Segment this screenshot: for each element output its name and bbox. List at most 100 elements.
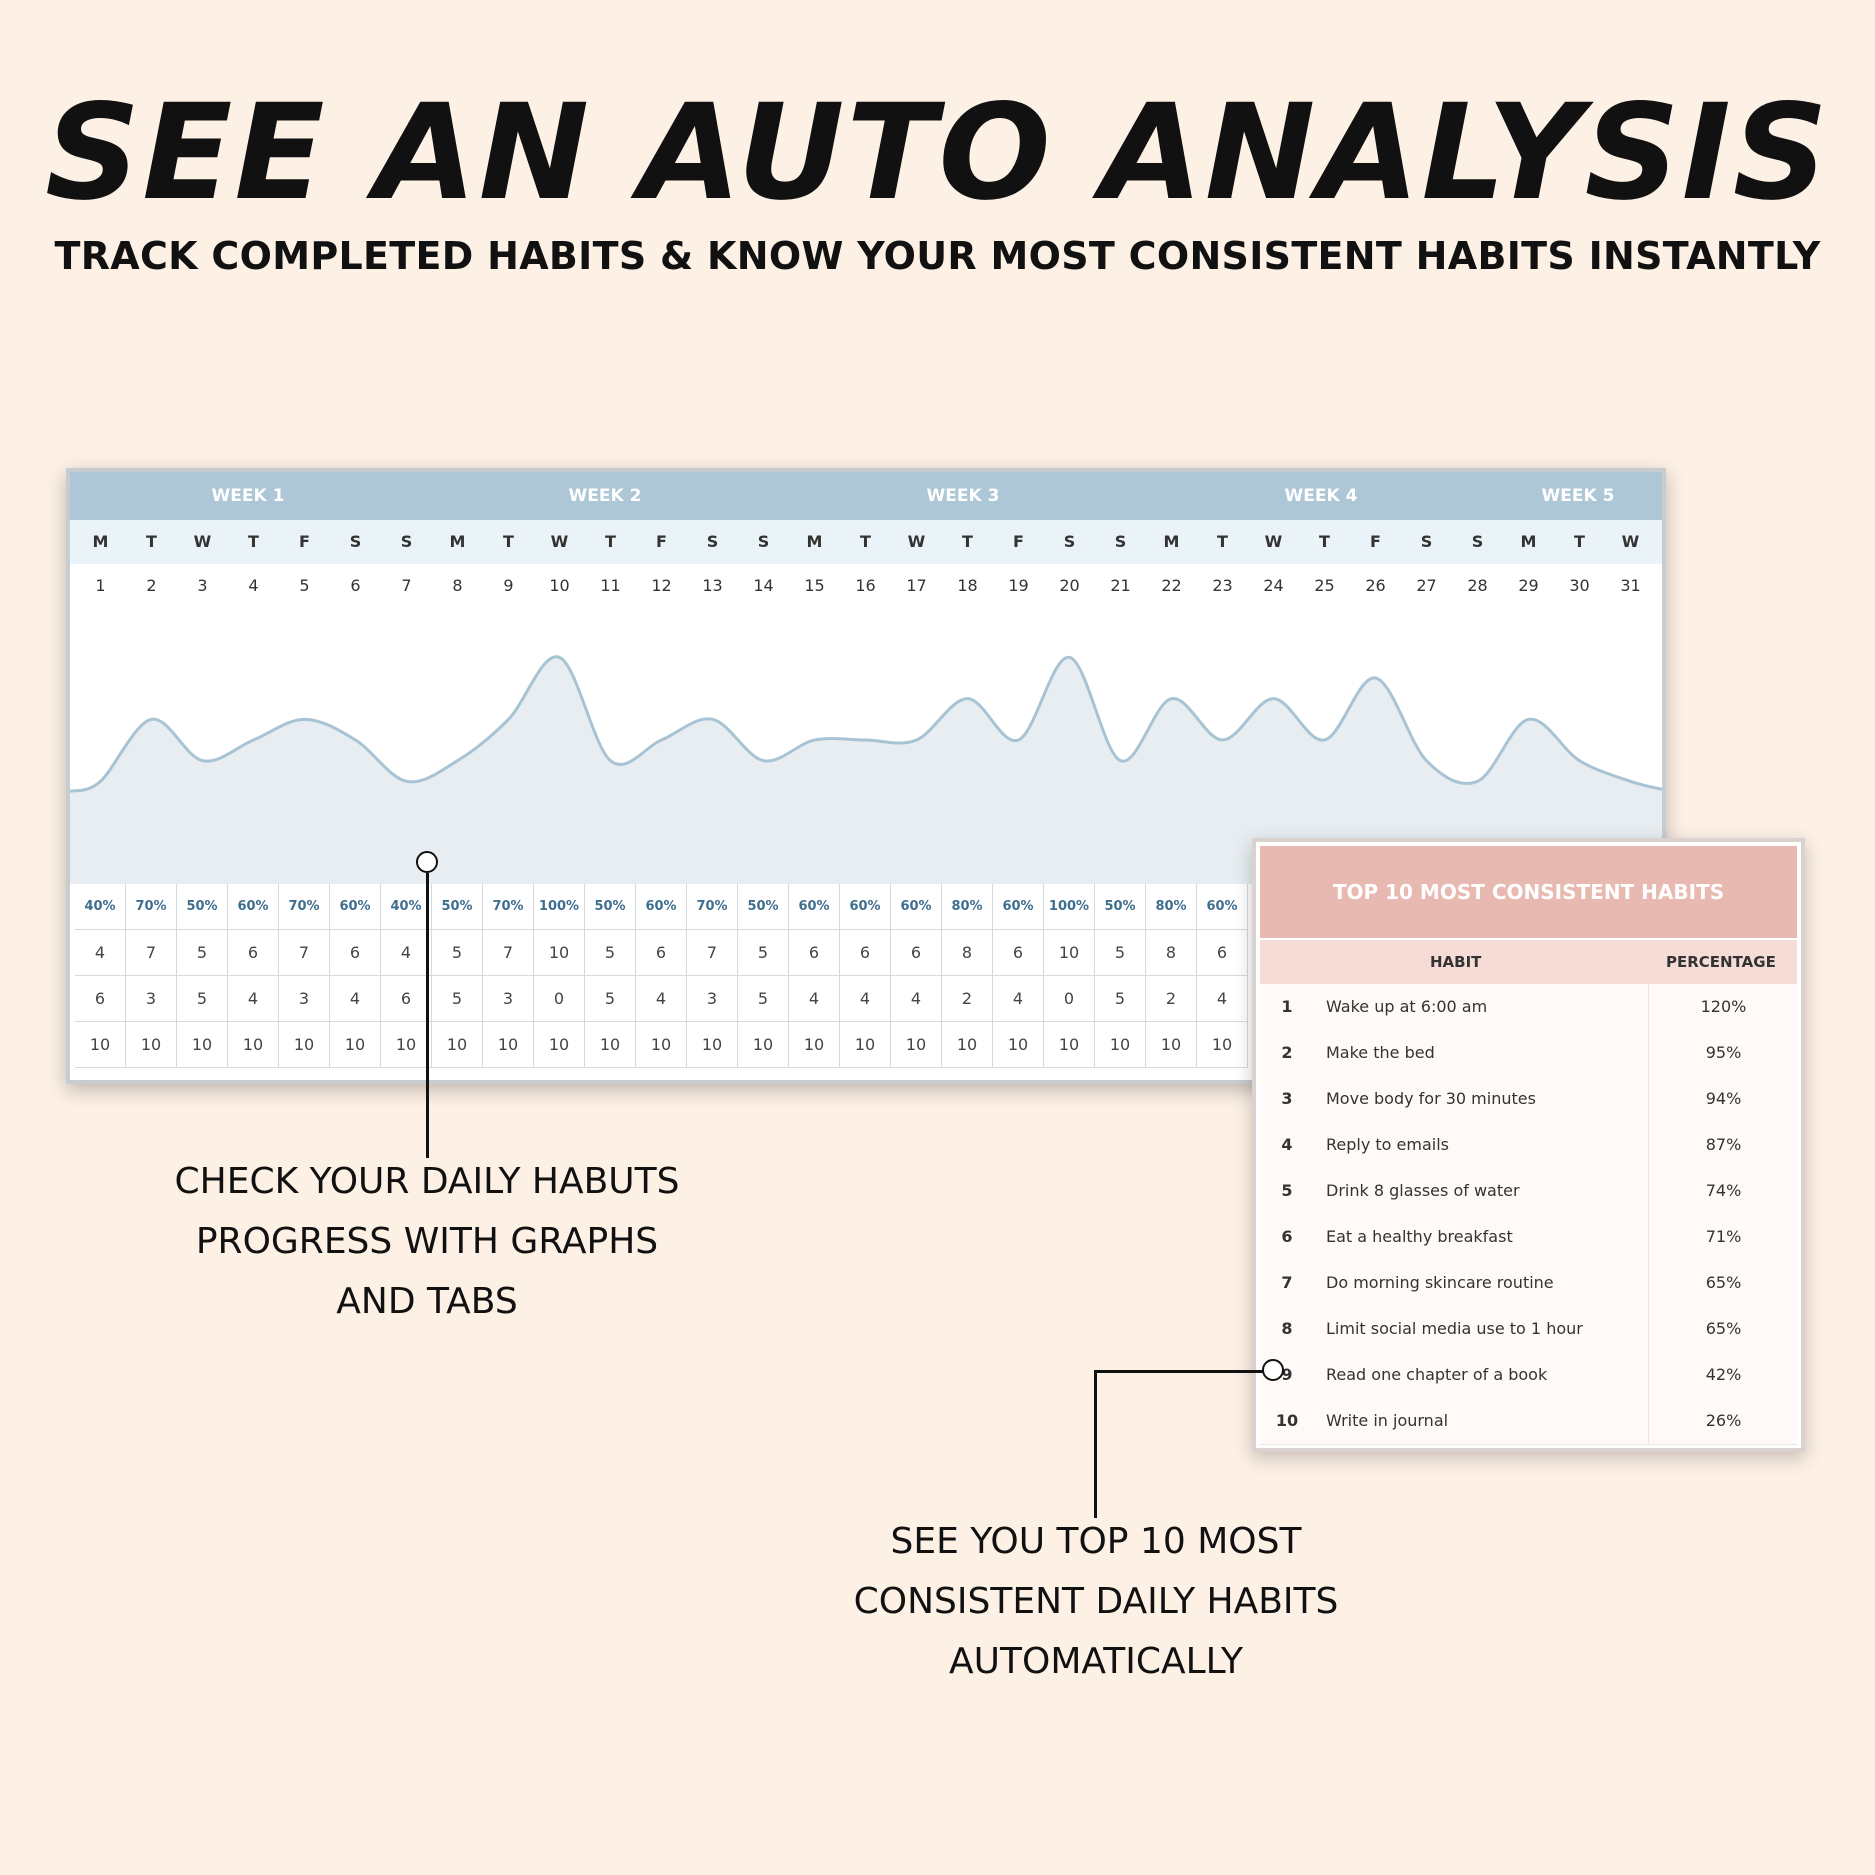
habit-rank: 1 bbox=[1281, 997, 1293, 1016]
day-number-cell: 2 bbox=[146, 576, 157, 595]
day-number-cell: 9 bbox=[503, 576, 514, 595]
day-number-cell: 1 bbox=[95, 576, 106, 595]
habit-percentage: 42% bbox=[1648, 1352, 1798, 1398]
completed-cell: 5 bbox=[177, 930, 228, 976]
completed-cell: 7 bbox=[126, 930, 177, 976]
completed-cell: 6 bbox=[1197, 930, 1248, 976]
remaining-cell: 6 bbox=[75, 976, 126, 1022]
caption-line: CONSISTENT DAILY HABITS bbox=[853, 1581, 1339, 1622]
day-number-cell: 22 bbox=[1161, 576, 1182, 595]
day-number-cell: 10 bbox=[549, 576, 570, 595]
day-number-cell: 15 bbox=[804, 576, 825, 595]
remaining-cell: 4 bbox=[228, 976, 279, 1022]
habit-name: Read one chapter of a book bbox=[1326, 1365, 1548, 1384]
habit-rank: 7 bbox=[1281, 1273, 1293, 1292]
habit-name: Reply to emails bbox=[1326, 1135, 1450, 1154]
completed-cell: 7 bbox=[687, 930, 738, 976]
total-cell: 10 bbox=[483, 1022, 534, 1068]
weekday-cell: F bbox=[656, 532, 667, 551]
day-number-cell: 4 bbox=[248, 576, 259, 595]
caption-line: PROGRESS WITH GRAPHS bbox=[195, 1221, 659, 1262]
day-number-cell: 24 bbox=[1263, 576, 1284, 595]
remaining-cell: 3 bbox=[483, 976, 534, 1022]
habit-rank: 2 bbox=[1281, 1043, 1293, 1062]
top-habits-title: TOP 10 MOST CONSISTENT HABITS bbox=[1260, 846, 1797, 938]
weekday-cell: W bbox=[907, 532, 926, 551]
weekday-cell: F bbox=[299, 532, 310, 551]
habit-name: Eat a healthy breakfast bbox=[1326, 1227, 1513, 1246]
weekday-cell: S bbox=[1063, 532, 1076, 551]
remaining-cell: 6 bbox=[381, 976, 432, 1022]
total-cell: 10 bbox=[891, 1022, 942, 1068]
percentage-cell: 40% bbox=[381, 884, 432, 930]
habit-percentage: 26% bbox=[1648, 1398, 1798, 1444]
weekday-cell: S bbox=[1471, 532, 1484, 551]
weekday-cell: S bbox=[757, 532, 770, 551]
week-header-row: WEEK 1 WEEK 2 WEEK 3 WEEK 4 WEEK 5 bbox=[70, 472, 1662, 520]
progress-area-chart bbox=[70, 655, 1662, 884]
percentage-cell: 40% bbox=[75, 884, 126, 930]
percentage-cell: 60% bbox=[636, 884, 687, 930]
weekday-cell: M bbox=[92, 532, 109, 551]
total-cell: 10 bbox=[840, 1022, 891, 1068]
completed-cell: 6 bbox=[891, 930, 942, 976]
total-cell: 10 bbox=[381, 1022, 432, 1068]
completed-cell: 7 bbox=[279, 930, 330, 976]
remaining-cell: 2 bbox=[1146, 976, 1197, 1022]
top-habits-panel: TOP 10 MOST CONSISTENT HABITS HABIT PERC… bbox=[1252, 838, 1805, 1452]
habit-rank: 10 bbox=[1275, 1411, 1299, 1430]
total-cell: 10 bbox=[585, 1022, 636, 1068]
habit-rank: 4 bbox=[1281, 1135, 1293, 1154]
day-number-cell: 12 bbox=[651, 576, 672, 595]
annotation-pointer-line bbox=[426, 873, 429, 1158]
percentage-cell: 70% bbox=[483, 884, 534, 930]
weekday-cell: W bbox=[550, 532, 569, 551]
habit-percentage: 87% bbox=[1648, 1122, 1798, 1168]
weekday-cell: T bbox=[605, 532, 616, 551]
remaining-cell: 3 bbox=[687, 976, 738, 1022]
remaining-cell: 5 bbox=[585, 976, 636, 1022]
total-cell: 10 bbox=[75, 1022, 126, 1068]
weekday-cell: T bbox=[503, 532, 514, 551]
remaining-cell: 5 bbox=[432, 976, 483, 1022]
habit-percentage: 95% bbox=[1648, 1030, 1798, 1076]
percentage-cell: 50% bbox=[1095, 884, 1146, 930]
completed-cell: 6 bbox=[636, 930, 687, 976]
week-label: WEEK 1 bbox=[211, 486, 285, 506]
completed-cell: 4 bbox=[75, 930, 126, 976]
completed-cell: 6 bbox=[789, 930, 840, 976]
remaining-cell: 0 bbox=[534, 976, 585, 1022]
total-cell: 10 bbox=[126, 1022, 177, 1068]
day-number-cell: 26 bbox=[1365, 576, 1386, 595]
remaining-cell: 5 bbox=[738, 976, 789, 1022]
remaining-cell: 4 bbox=[993, 976, 1044, 1022]
habit-column-header: HABIT bbox=[1430, 953, 1482, 971]
completed-cell: 8 bbox=[1146, 930, 1197, 976]
day-number-cell: 8 bbox=[452, 576, 463, 595]
total-cell: 10 bbox=[1044, 1022, 1095, 1068]
completed-cell: 7 bbox=[483, 930, 534, 976]
weekday-cell: T bbox=[1319, 532, 1330, 551]
total-cell: 10 bbox=[1197, 1022, 1248, 1068]
completed-cell: 10 bbox=[534, 930, 585, 976]
total-cell: 10 bbox=[993, 1022, 1044, 1068]
habit-name: Limit social media use to 1 hour bbox=[1326, 1319, 1583, 1338]
remaining-cell: 0 bbox=[1044, 976, 1095, 1022]
week-label: WEEK 2 bbox=[568, 486, 642, 506]
habit-name: Wake up at 6:00 am bbox=[1326, 997, 1488, 1016]
completed-cell: 6 bbox=[840, 930, 891, 976]
weekday-cell: W bbox=[1264, 532, 1283, 551]
weekday-cell: T bbox=[248, 532, 259, 551]
habit-name: Move body for 30 minutes bbox=[1326, 1089, 1536, 1108]
habit-name: Drink 8 glasses of water bbox=[1326, 1181, 1520, 1200]
completed-cell: 5 bbox=[432, 930, 483, 976]
day-number-cell: 16 bbox=[855, 576, 876, 595]
remaining-cell: 3 bbox=[279, 976, 330, 1022]
weekday-cell: S bbox=[1114, 532, 1127, 551]
